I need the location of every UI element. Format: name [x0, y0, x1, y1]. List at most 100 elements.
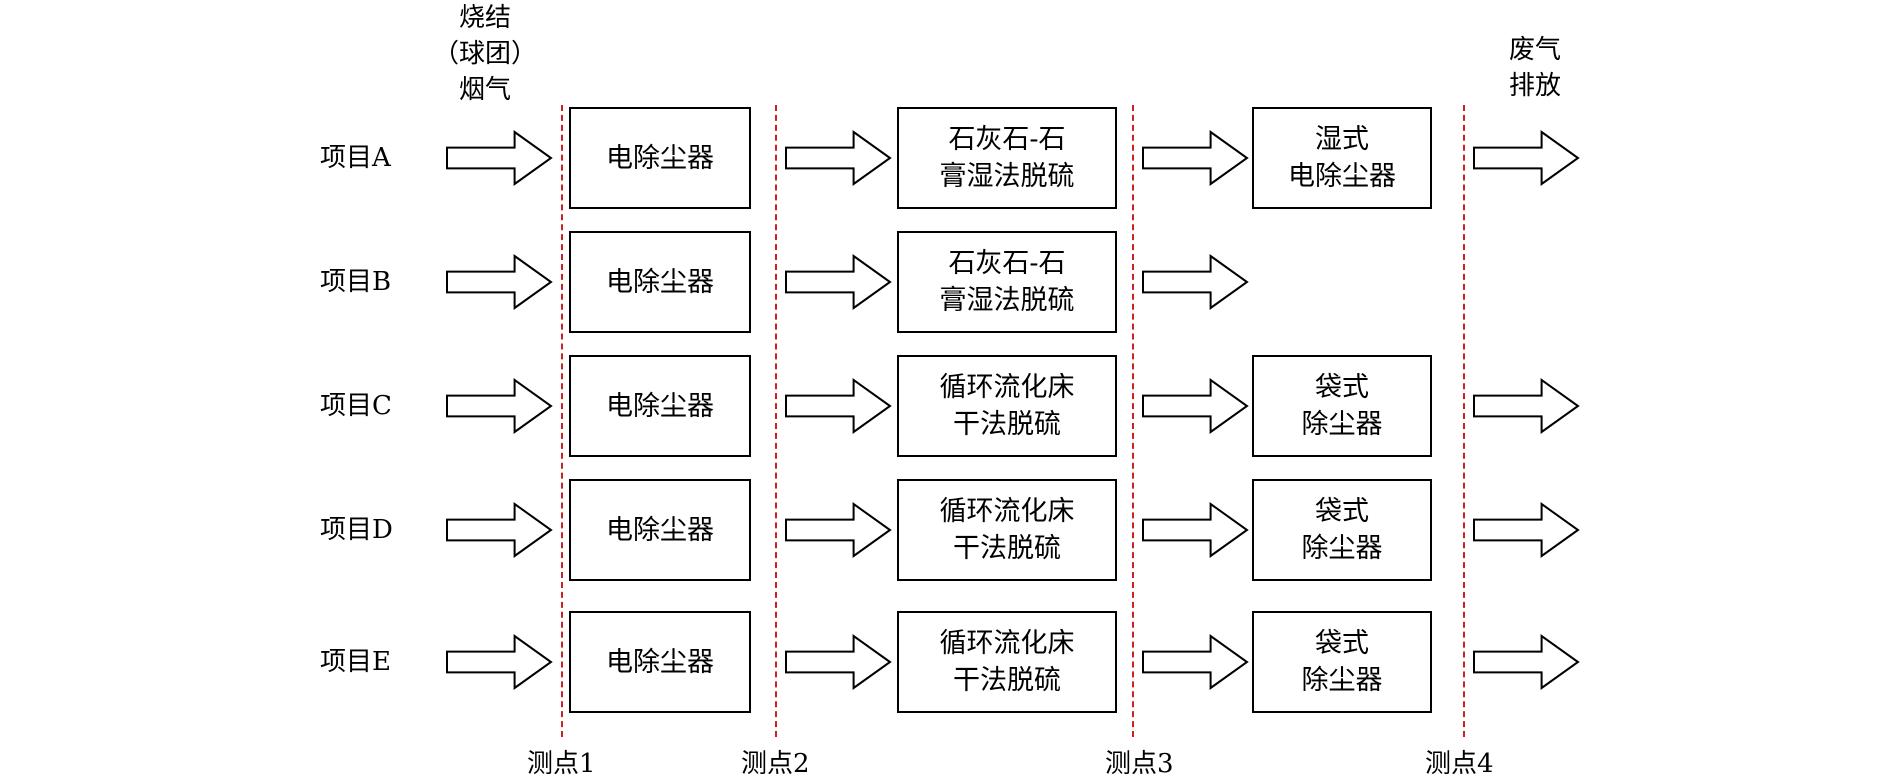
flow-arrow-output — [1473, 634, 1580, 690]
flow-arrow-input — [446, 378, 553, 434]
flow-arrow-stage1 — [785, 634, 892, 690]
flow-arrow-input — [446, 130, 553, 186]
output-label-line: 废气 — [1508, 35, 1561, 65]
process-box-line: 袋式 — [1315, 496, 1369, 527]
process-box-line: 循环流化床 — [939, 496, 1075, 527]
process-box-line: 干法脱硫 — [953, 409, 1061, 440]
measurement-line-2 — [775, 105, 777, 737]
process-box-line: 除尘器 — [1301, 409, 1383, 440]
process-box-stage2: 循环流化床干法脱硫 — [897, 611, 1117, 713]
row-label: 项目B — [320, 267, 392, 297]
process-box-line: 电除尘器 — [1288, 161, 1396, 192]
row-label: 项目D — [320, 515, 393, 545]
flow-arrow-output — [1473, 378, 1580, 434]
process-box-stage2: 石灰石-石膏湿法脱硫 — [897, 107, 1117, 209]
measurement-line-4 — [1463, 105, 1465, 737]
exhaust-emission-label: 废气 排放 — [1490, 32, 1580, 104]
measurement-line-1 — [561, 105, 563, 737]
input-flue-gas-label: 烧结 （球团） 烟气 — [420, 0, 550, 108]
process-box-text: 石灰石-石膏湿法脱硫 — [940, 245, 1075, 319]
flow-arrow-input — [446, 634, 553, 690]
input-label-line: 烟气 — [458, 75, 511, 105]
input-label-line: 烧结 — [458, 3, 511, 33]
flow-arrow-shape — [1473, 502, 1580, 558]
process-box-line: 湿式 — [1315, 124, 1369, 155]
flow-arrow-shape — [785, 502, 892, 558]
flow-arrow-stage2 — [1142, 130, 1249, 186]
row-label: 项目A — [320, 143, 391, 173]
process-box-line: 膏湿法脱硫 — [939, 285, 1075, 316]
output-label-line: 排放 — [1508, 71, 1561, 101]
measurement-point-label-4: 测点4 — [1425, 749, 1494, 779]
flow-arrow-shape — [446, 634, 553, 690]
process-box-stage2: 石灰石-石膏湿法脱硫 — [897, 231, 1117, 333]
flow-arrow-shape — [1142, 254, 1249, 310]
process-box-text: 湿式电除尘器 — [1288, 121, 1396, 195]
flow-arrow-shape — [446, 130, 553, 186]
process-box-stage1: 电除尘器 — [569, 231, 751, 333]
process-box-text: 袋式除尘器 — [1302, 369, 1383, 443]
flow-arrow-shape — [785, 634, 892, 690]
row-label: 项目C — [320, 391, 392, 421]
process-box-line: 石灰石-石 — [948, 248, 1066, 279]
flow-arrow-stage2 — [1142, 634, 1249, 690]
process-box-stage1: 电除尘器 — [569, 611, 751, 713]
flow-arrow-stage1 — [785, 130, 892, 186]
measurement-point-label-2: 测点2 — [741, 749, 810, 779]
flow-arrow-stage2 — [1142, 254, 1249, 310]
flow-arrow-stage1 — [785, 254, 892, 310]
flow-arrow-shape — [1142, 378, 1249, 434]
process-box-line: 循环流化床 — [939, 372, 1075, 403]
flow-arrow-shape — [1142, 634, 1249, 690]
measurement-line-3 — [1132, 105, 1134, 737]
flow-arrow-stage2 — [1142, 502, 1249, 558]
process-box-text: 袋式除尘器 — [1302, 493, 1383, 567]
process-box-line: 电除尘器 — [606, 646, 714, 678]
flow-arrow-stage1 — [785, 502, 892, 558]
process-box-stage3: 袋式除尘器 — [1252, 479, 1432, 581]
flow-arrow-output — [1473, 502, 1580, 558]
process-box-stage3: 袋式除尘器 — [1252, 355, 1432, 457]
process-box-text: 电除尘器 — [606, 512, 714, 549]
flow-arrow-shape — [1473, 378, 1580, 434]
measurement-point-label-1: 测点1 — [527, 749, 596, 779]
flow-arrow-output — [1473, 130, 1580, 186]
flow-arrow-shape — [1473, 634, 1580, 690]
process-box-stage1: 电除尘器 — [569, 479, 751, 581]
process-box-text: 电除尘器 — [606, 140, 714, 177]
flow-arrow-shape — [1142, 130, 1249, 186]
process-box-text: 电除尘器 — [606, 644, 714, 681]
process-box-line: 除尘器 — [1301, 665, 1383, 696]
process-box-text: 循环流化床干法脱硫 — [940, 493, 1075, 567]
flow-arrow-shape — [785, 130, 892, 186]
flow-arrow-shape — [446, 254, 553, 310]
flow-arrow-shape — [785, 378, 892, 434]
process-box-text: 石灰石-石膏湿法脱硫 — [940, 121, 1075, 195]
flow-arrow-input — [446, 502, 553, 558]
process-box-line: 石灰石-石 — [948, 124, 1066, 155]
flow-arrow-stage2 — [1142, 378, 1249, 434]
process-box-line: 袋式 — [1315, 628, 1369, 659]
process-box-line: 电除尘器 — [606, 142, 714, 174]
process-box-text: 循环流化床干法脱硫 — [940, 369, 1075, 443]
flow-arrow-shape — [1473, 130, 1580, 186]
process-box-line: 除尘器 — [1301, 533, 1383, 564]
process-box-line: 袋式 — [1315, 372, 1369, 403]
process-box-stage3: 袋式除尘器 — [1252, 611, 1432, 713]
process-box-stage3: 湿式电除尘器 — [1252, 107, 1432, 209]
flow-arrow-shape — [1142, 502, 1249, 558]
process-box-line: 电除尘器 — [606, 266, 714, 298]
flow-arrow-stage1 — [785, 378, 892, 434]
process-box-stage1: 电除尘器 — [569, 355, 751, 457]
row-label: 项目E — [320, 647, 391, 677]
process-box-stage2: 循环流化床干法脱硫 — [897, 479, 1117, 581]
process-box-text: 电除尘器 — [606, 264, 714, 301]
flow-arrow-shape — [446, 502, 553, 558]
process-box-line: 循环流化床 — [939, 628, 1075, 659]
process-box-stage1: 电除尘器 — [569, 107, 751, 209]
process-box-text: 袋式除尘器 — [1302, 625, 1383, 699]
process-box-line: 干法脱硫 — [953, 533, 1061, 564]
flow-arrow-shape — [785, 254, 892, 310]
process-box-stage2: 循环流化床干法脱硫 — [897, 355, 1117, 457]
process-box-text: 循环流化床干法脱硫 — [940, 625, 1075, 699]
